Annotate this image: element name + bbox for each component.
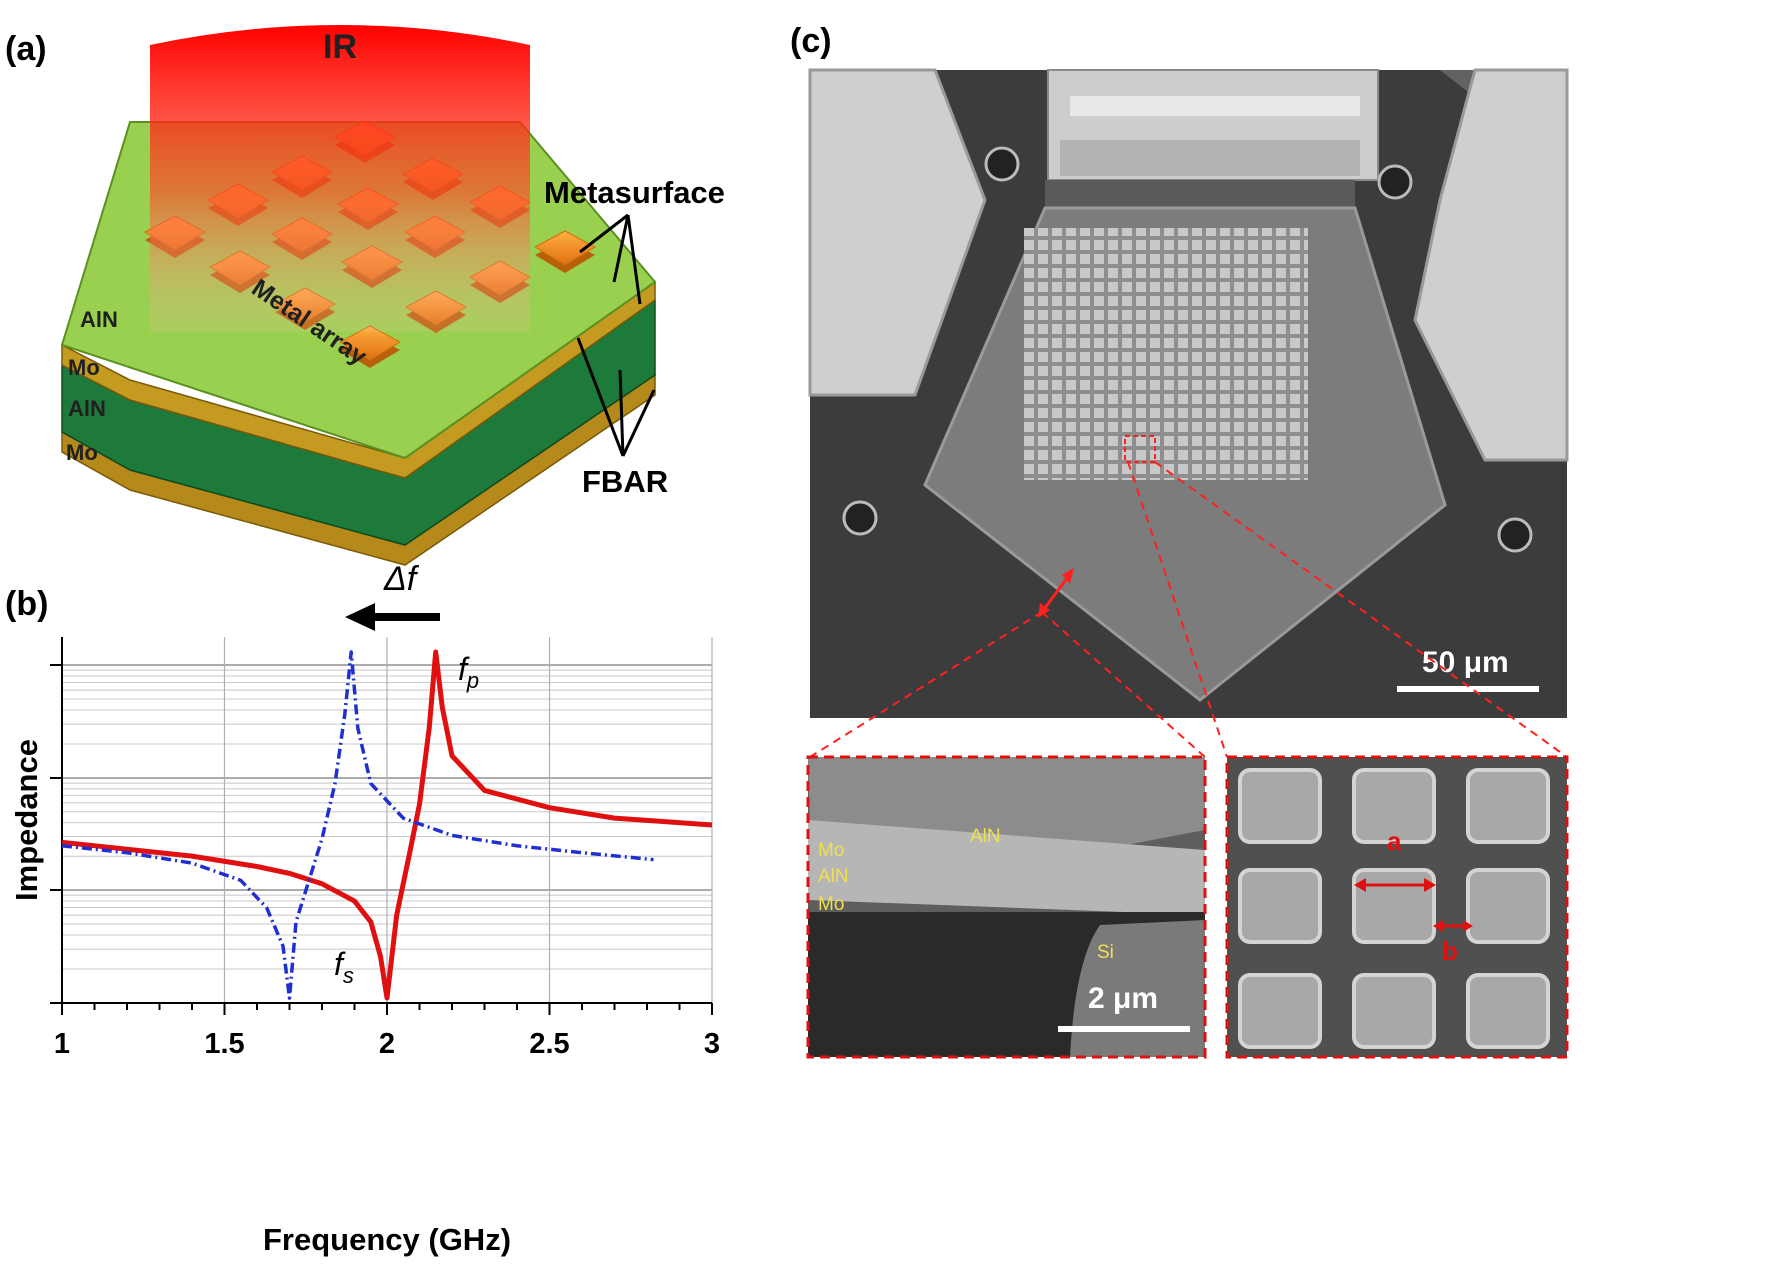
inset-label-b: b [1442, 936, 1458, 966]
fs-label: fs [334, 946, 354, 988]
series-line-red [61, 649, 713, 1001]
x-axis-label: Frequency (GHz) [263, 1222, 511, 1257]
x-tick-label: 3 [704, 1028, 720, 1060]
metal-square [1352, 973, 1436, 1049]
metasurface-pointer-3 [626, 214, 642, 305]
scale-main-bar [1397, 686, 1539, 692]
zoom-line-left-1 [809, 611, 1043, 758]
sem-inset-array: a b [1225, 755, 1569, 1059]
layer-label-aln-mid: AlN [68, 396, 106, 421]
x-tick-label: 2.5 [529, 1028, 569, 1060]
inset-label-a: a [1387, 826, 1402, 856]
zoom-line-right-1 [1127, 461, 1228, 758]
scale-inset-label: 2 μm [1088, 982, 1158, 1015]
layer-label-mo-bottom: Mo [66, 440, 98, 465]
ir-label: IR [323, 28, 357, 66]
fbar-pointer-2 [618, 369, 625, 457]
thickness-arrow [1040, 573, 1072, 613]
panel-a: (a) IR Metal array AlN Mo AlN Mo Metasur… [5, 25, 725, 566]
metasurface-label: Metasurface [544, 175, 725, 210]
fp-label: fp [458, 651, 479, 693]
sem-inset-cross-section: AlN Mo AlN Mo Si 2 μm [806, 755, 1207, 1059]
metal-square [1238, 973, 1322, 1049]
metal-pad [533, 230, 597, 266]
series-line-blue [61, 650, 654, 1000]
x-tick-label: 2 [379, 1028, 395, 1060]
metasurface-pointer-1 [579, 213, 629, 254]
fbar-label: FBAR [582, 464, 668, 499]
zoom-line-right-2 [1154, 461, 1568, 758]
delta-f-label: Δf [383, 560, 420, 598]
ir-beam [150, 25, 530, 332]
inset-label-aln-2: AlN [818, 866, 849, 887]
layer-mo-top [61, 280, 656, 479]
sem-main-image: 50 μm [808, 68, 1569, 718]
inset-label-si: Si [1097, 942, 1114, 963]
inset-label-mo-1: Mo [818, 840, 844, 861]
metal-square [1466, 768, 1550, 844]
layer-label-mo-top: Mo [68, 355, 100, 380]
metal-square [1238, 768, 1322, 844]
layer-label-aln-top: AlN [80, 307, 118, 332]
metal-square [1466, 973, 1550, 1049]
metasurface-pointer-2 [612, 214, 630, 283]
x-tick-label: 1 [54, 1028, 70, 1060]
metal-pad [338, 325, 402, 361]
panel-b-label: (b) [5, 585, 48, 623]
panel-a-label: (a) [5, 30, 47, 68]
y-axis-label: Impedance [9, 739, 44, 901]
metasurface-array [1024, 228, 1308, 480]
metal-square [1466, 868, 1550, 944]
fbar-pointer-1 [576, 337, 625, 457]
fbar-pointer-3 [621, 389, 656, 457]
metal-square [1352, 768, 1436, 844]
x-tick-label: 1.5 [204, 1028, 244, 1060]
metal-square [1238, 868, 1322, 944]
inset-label-mo-2: Mo [818, 894, 844, 915]
scale-main-label: 50 μm [1422, 646, 1509, 679]
shift-arrow-head [345, 603, 375, 631]
zoom-box [1124, 435, 1156, 463]
panel-c: (c) [790, 22, 1569, 1059]
panel-c-label: (c) [790, 22, 832, 60]
inset-label-aln-top: AlN [970, 826, 1001, 847]
scale-inset-bar [1058, 1026, 1190, 1032]
metal-square [1352, 868, 1436, 944]
